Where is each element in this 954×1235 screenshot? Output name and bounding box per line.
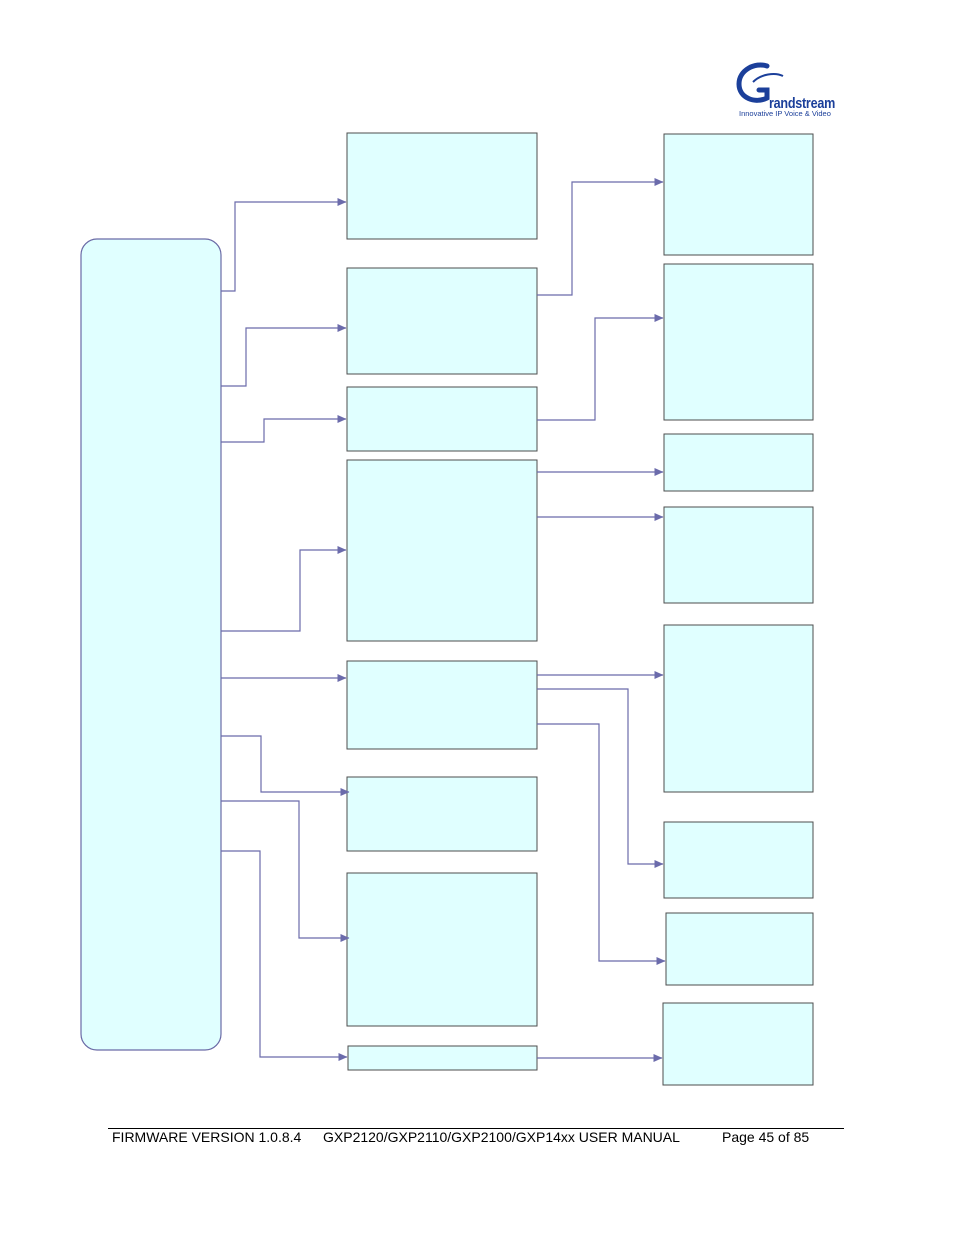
middle-box-2	[346, 267, 538, 375]
middle-box-3	[346, 386, 538, 452]
middle-box-8	[347, 1045, 538, 1071]
right-box-5	[663, 624, 814, 793]
connector-root-to-middle-3	[221, 415, 347, 443]
right-box-6	[663, 821, 814, 899]
svg-text:randstream: randstream	[769, 95, 835, 112]
right-box-7	[665, 912, 814, 986]
connector-root-to-middle-8	[221, 850, 348, 1061]
right-box-1	[663, 133, 814, 256]
footer-manual-title: GXP2120/GXP2110/GXP2100/GXP14xx USER MAN…	[323, 1129, 680, 1145]
connector-middle5-to-right-6	[537, 688, 664, 868]
middle-box-5	[346, 660, 538, 750]
logo-graphic: randstream Innovative IP Voice & Video	[736, 62, 835, 118]
right-box-3	[663, 433, 814, 492]
connector-middle2-to-right-1	[537, 178, 664, 296]
middle-box-1	[346, 132, 538, 240]
connector-root-to-middle-1	[221, 198, 347, 292]
middle-box-6	[346, 776, 538, 852]
logo-tagline: Innovative IP Voice & Video	[739, 109, 831, 118]
connector-root-to-middle-2	[221, 324, 347, 387]
grandstream-logo: randstream Innovative IP Voice & Video	[735, 60, 840, 118]
connector-root-to-middle-6	[221, 735, 350, 796]
middle-box-4	[346, 459, 538, 642]
middle-box-7	[346, 872, 538, 1027]
connector-root-to-middle-7	[221, 800, 350, 942]
footer-divider	[108, 1128, 844, 1129]
connector-middle3-to-right-2	[537, 314, 664, 421]
right-box-8	[662, 1002, 814, 1086]
footer-firmware-version: FIRMWARE VERSION 1.0.8.4	[112, 1129, 302, 1145]
connector-middle5-to-right-7	[537, 723, 666, 965]
connector-root-to-middle-4	[221, 546, 347, 632]
right-box-2	[663, 263, 814, 421]
footer-page-number: Page 45 of 85	[722, 1129, 810, 1145]
root-menu-box	[80, 238, 222, 1051]
right-box-4	[663, 506, 814, 604]
